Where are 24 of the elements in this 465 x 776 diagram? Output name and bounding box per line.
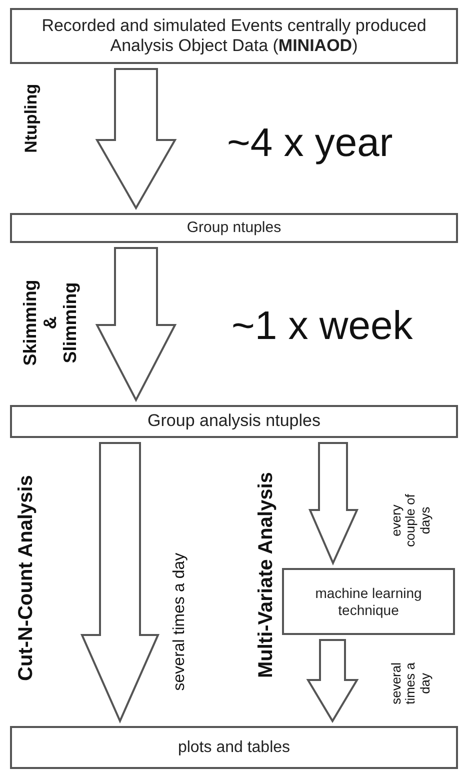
block-arrow — [80, 442, 160, 724]
block-arrow — [306, 639, 359, 723]
block-arrow — [308, 442, 359, 566]
process-box — [10, 405, 458, 438]
block-arrow — [95, 247, 177, 402]
box-text: Recorded and simulated Events centrally produced Analysis Object Data (MINIAOD) — [40, 16, 428, 56]
step-label: Skimming & Slimming — [20, 278, 80, 368]
process-box — [10, 726, 458, 769]
process-box — [282, 568, 455, 635]
step-label: Ntupling — [22, 82, 42, 154]
frequency-label: several times a day — [171, 552, 189, 693]
step-label: Multi-Variate Analysis — [255, 471, 277, 680]
frequency-label: every couple of days — [390, 492, 432, 548]
frequency-label: several times a day — [390, 661, 432, 706]
frequency-label: ~4 x year — [227, 121, 393, 165]
frequency-label: ~1 x week — [232, 304, 413, 348]
process-box — [10, 213, 458, 243]
step-label: Cut-N-Count Analysis — [15, 474, 37, 683]
box-text: Group ntuples — [186, 219, 282, 237]
process-box — [10, 8, 458, 64]
box-text: machine learning technique — [314, 584, 423, 618]
block-arrow — [95, 68, 177, 210]
box-text: plots and tables — [178, 738, 290, 758]
box-text: Group analysis ntuples — [148, 411, 320, 432]
